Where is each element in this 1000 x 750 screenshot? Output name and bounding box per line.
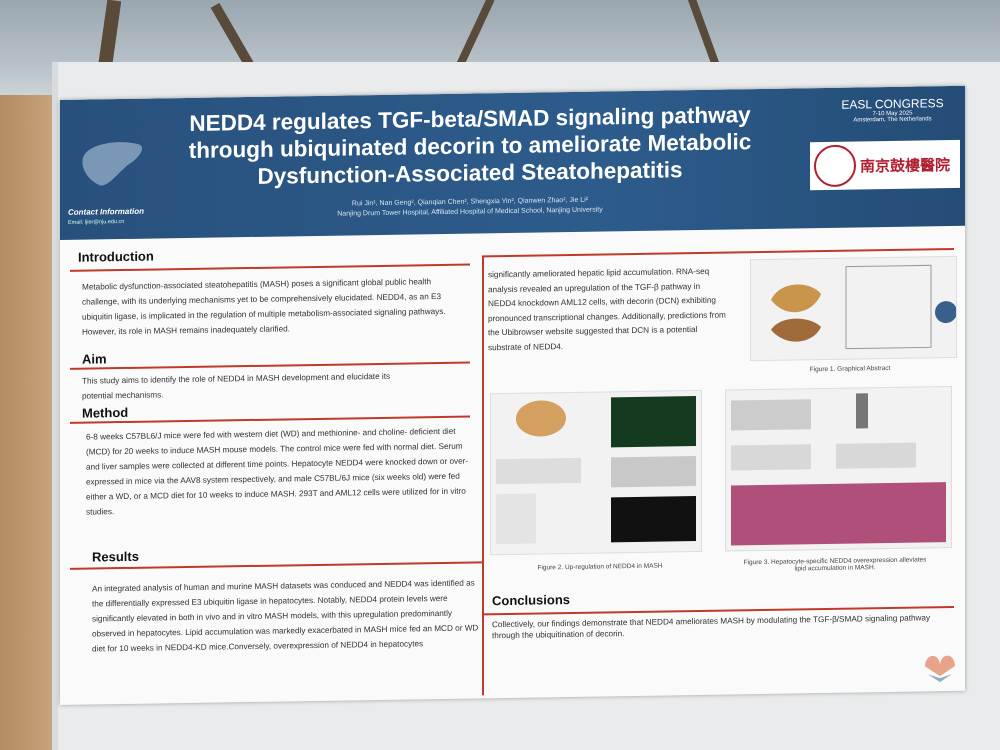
figure2-panels [490,389,702,556]
introduction-text: Metabolic dysfunction-associated steatoh… [82,277,446,337]
poster: NEDD4 regulates TGF-beta/SMAD signaling … [60,85,965,705]
graphical-abstract-figure [750,255,957,362]
figure2-image [496,396,696,545]
graphical-abstract-icon [771,264,957,350]
figure2-caption: Figure 2. Up-regulation of NEDD4 in MASH [537,562,663,572]
conclusions-heading: Conclusions [492,591,571,609]
contact-label: Contact Information [68,206,144,217]
poster-authors: Rui Jin¹, Nan Geng², Qianqian Chen², She… [210,193,730,221]
method-heading: Method [82,404,129,421]
section-rule [484,247,954,258]
aim-heading: Aim [82,351,107,367]
introduction-heading: Introduction [78,248,154,265]
liver-icon [82,142,143,186]
results-text-continued: significantly ameliorated hepatic lipid … [488,266,726,352]
leaf-logo-icon [925,655,955,683]
section-rule [70,415,470,424]
congress-logo: EASL CONGRESS 7-10 May 2025 Amsterdam, T… [830,96,955,124]
figure3-caption: Figure 3. Hepatocyte-specific NEDD4 over… [743,556,927,573]
results-text: An integrated analysis of human and muri… [92,578,479,654]
results-heading: Results [92,548,139,565]
hospital-seal-icon [814,144,856,188]
column-divider [482,255,484,696]
hospital-logo: 南京鼓樓醫院 [810,139,960,191]
figure3-panels [725,385,952,552]
figure1-caption: Figure 1. Graphical Abstract [809,364,891,374]
section-rule [70,263,470,272]
hospital-name: 南京鼓樓醫院 [860,155,951,175]
conclusions-text: Collectively, our findings demonstrate t… [492,613,931,641]
aim-text: This study aims to identify the role of … [82,371,391,401]
congress-name: EASL CONGRESS [841,96,944,112]
left-panel [0,95,60,750]
contact-email: Email: ljier@nju.edu.cn [68,218,125,226]
figure3-image [731,393,946,546]
congress-place: Amsterdam, The Netherlands [853,116,932,124]
poster-banner: NEDD4 regulates TGF-beta/SMAD signaling … [60,85,965,240]
method-text: 6-8 weeks C57BL6/J mice were fed with we… [86,426,469,517]
poster-title: NEDD4 regulates TGF-beta/SMAD signaling … [188,102,752,189]
